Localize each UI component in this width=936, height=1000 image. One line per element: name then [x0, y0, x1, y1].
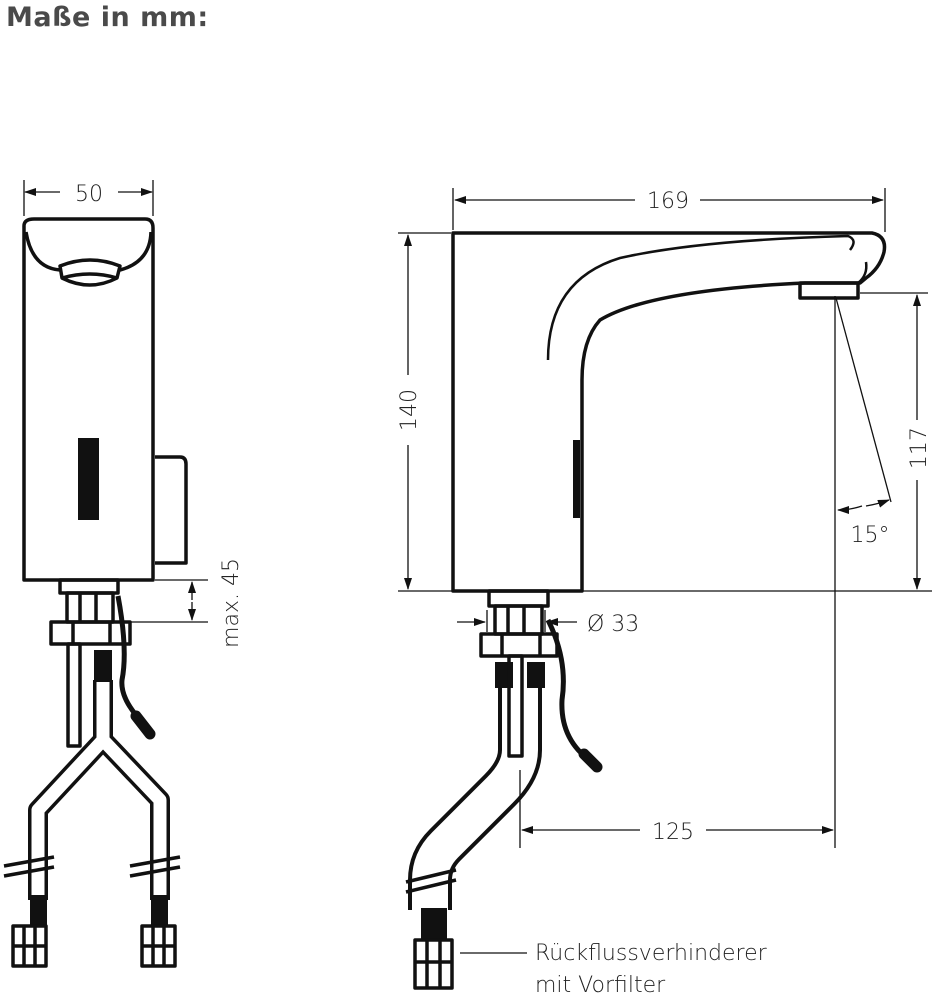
hose-connector-left	[11, 924, 48, 968]
faucet-body-side	[451, 231, 887, 593]
mounting-nut-side	[479, 632, 559, 658]
faucet-body-front	[22, 217, 155, 582]
dim-length: 169	[647, 189, 689, 214]
page-title: Maße in mm:	[6, 2, 209, 33]
dim-height: 140	[397, 389, 422, 431]
label-backflow-line2: mit Vorfilter	[535, 973, 666, 998]
mounting-nut-front	[49, 620, 132, 646]
dim-angle: 15°	[851, 523, 890, 548]
dim-spout-reach: 125	[652, 820, 694, 845]
threaded-rod-front	[66, 642, 82, 748]
hose-connector-right	[140, 924, 177, 968]
label-backflow-line1: Rückflussverhinderer	[535, 941, 768, 966]
front-view: 50 max. 45	[3, 180, 244, 968]
dim-width-front: 50	[75, 182, 103, 207]
dim-mount-max: max. 45	[219, 558, 244, 648]
backflow-preventer-connector	[413, 938, 454, 990]
aerator-side	[798, 281, 860, 300]
dim-spout-height: 117	[907, 427, 932, 469]
side-battery-box	[155, 455, 188, 565]
dim-diameter: Ø 33	[587, 612, 639, 637]
threaded-rod-side	[507, 654, 524, 758]
side-view: 169 140 117 15° Ø	[397, 188, 932, 998]
sensor-window-front	[78, 438, 99, 520]
sensor-window-side	[573, 440, 580, 518]
